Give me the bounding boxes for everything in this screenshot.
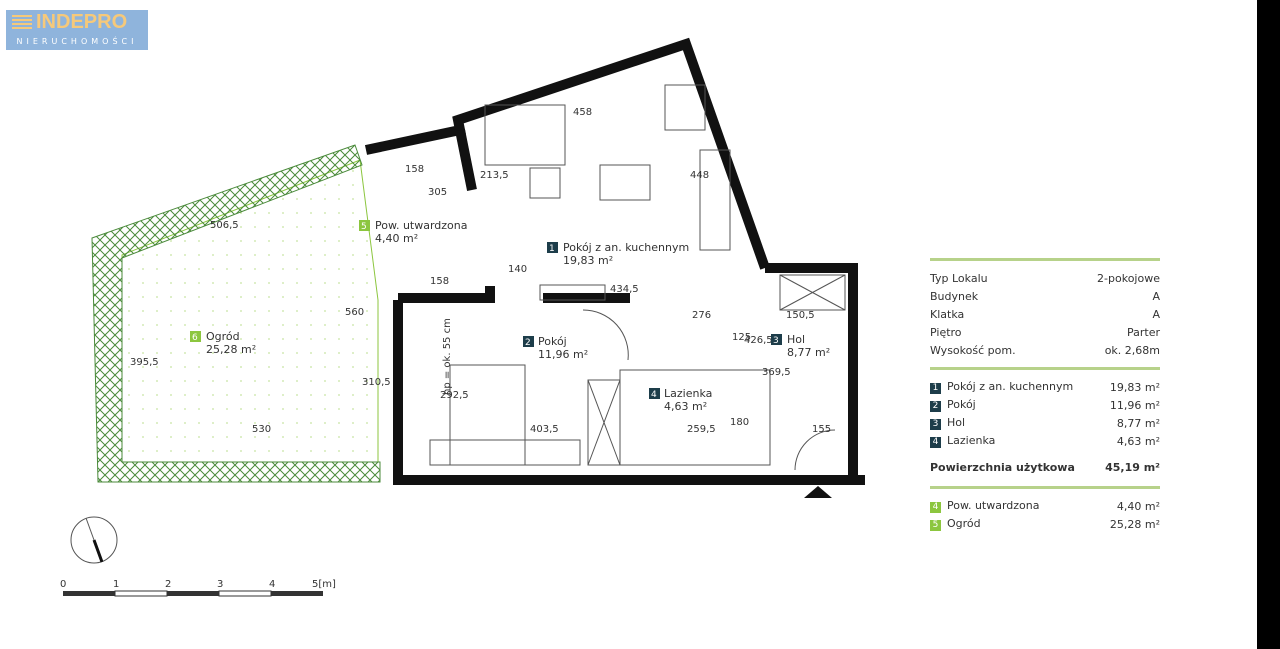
svg-text:213,5: 213,5	[480, 170, 509, 181]
compass-icon	[70, 516, 118, 564]
svg-text:11,96 m²: 11,96 m²	[538, 348, 588, 361]
svg-text:hp = ok. 55 cm: hp = ok. 55 cm	[442, 318, 453, 395]
svg-text:155: 155	[812, 424, 831, 435]
svg-text:434,5: 434,5	[610, 284, 639, 295]
black-edge	[1257, 0, 1280, 649]
svg-text:458: 458	[573, 107, 592, 118]
svg-text:19,83 m²: 19,83 m²	[563, 254, 613, 267]
svg-text:Ogród: Ogród	[206, 330, 240, 343]
svg-text:448: 448	[690, 170, 709, 181]
svg-text:426,5: 426,5	[744, 335, 773, 346]
room-number-badge: 3	[930, 419, 941, 430]
garden-hedge	[91, 144, 381, 483]
svg-text:Pow. utwardzona: Pow. utwardzona	[375, 219, 468, 232]
room-number-badge: 4	[930, 437, 941, 448]
room-number-badge: 5	[930, 520, 941, 531]
svg-text:305: 305	[428, 187, 447, 198]
room-number-badge: 1	[930, 383, 941, 394]
svg-text:3: 3	[217, 579, 223, 590]
svg-text:1: 1	[549, 244, 555, 254]
svg-text:259,5: 259,5	[687, 424, 716, 435]
svg-text:158: 158	[405, 164, 424, 175]
svg-text:0: 0	[60, 579, 66, 590]
svg-text:4: 4	[269, 579, 275, 590]
svg-text:Pokój z an. kuchennym: Pokój z an. kuchennym	[563, 241, 689, 254]
svg-text:3: 3	[773, 336, 779, 346]
svg-text:2: 2	[525, 338, 531, 348]
svg-text:Pokój: Pokój	[538, 335, 567, 348]
svg-text:506,5: 506,5	[210, 220, 239, 231]
svg-text:292,5: 292,5	[440, 390, 469, 401]
svg-text:276: 276	[692, 310, 711, 321]
info-row: Wysokość pom.ok. 2,68m	[930, 343, 1160, 357]
svg-text:369,5: 369,5	[762, 367, 791, 378]
svg-text:25,28 m²: 25,28 m²	[206, 343, 256, 356]
svg-text:125: 125	[732, 332, 751, 343]
building-icon	[12, 15, 32, 31]
svg-text:5: 5	[361, 222, 367, 232]
svg-text:4,40 m²: 4,40 m²	[375, 232, 418, 245]
svg-text:310,5: 310,5	[362, 377, 391, 388]
scale-bar: 0 1 2 3 4 5[m]	[60, 579, 336, 597]
svg-text:Lazienka: Lazienka	[664, 387, 712, 400]
room-number-badge: 2	[930, 401, 941, 412]
svg-text:180: 180	[730, 417, 749, 428]
entrance-arrow-icon	[804, 486, 832, 498]
svg-text:150,5: 150,5	[786, 310, 815, 321]
svg-text:403,5: 403,5	[530, 424, 559, 435]
svg-text:140: 140	[508, 264, 527, 275]
svg-text:1: 1	[113, 579, 119, 590]
svg-text:395,5: 395,5	[130, 357, 159, 368]
svg-text:6: 6	[192, 333, 198, 343]
svg-text:8,77 m²: 8,77 m²	[787, 346, 830, 359]
svg-text:Hol: Hol	[787, 333, 805, 346]
svg-text:560: 560	[345, 307, 364, 318]
svg-text:4,63 m²: 4,63 m²	[664, 400, 707, 413]
svg-text:158: 158	[430, 276, 449, 287]
svg-text:5[m]: 5[m]	[312, 579, 336, 590]
svg-text:4: 4	[651, 390, 657, 400]
svg-text:530: 530	[252, 424, 271, 435]
svg-text:2: 2	[165, 579, 171, 590]
room-number-badge: 4	[930, 502, 941, 513]
